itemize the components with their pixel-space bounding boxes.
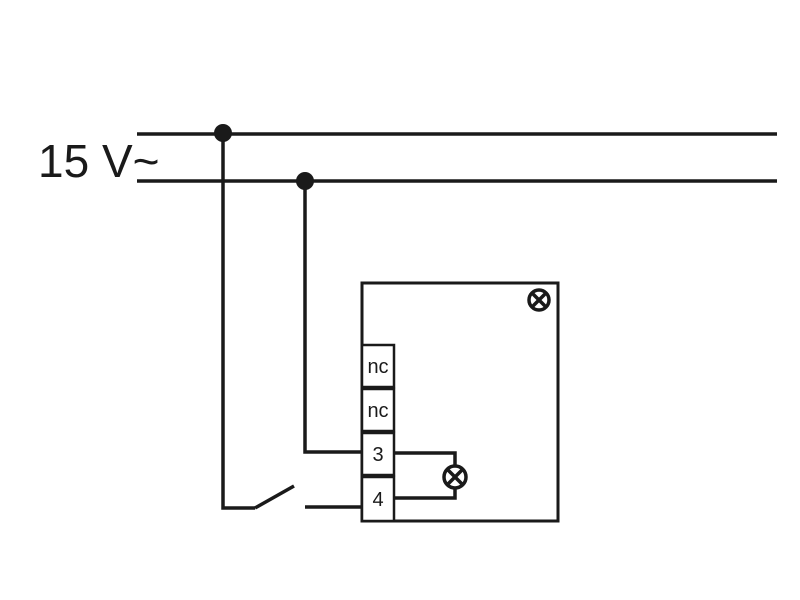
terminal-3 — [360, 431, 396, 477]
terminal-block: nc nc 3 4 — [360, 343, 396, 523]
terminal-nc-2 — [360, 387, 396, 433]
terminal-label: nc — [367, 356, 388, 378]
wire-to-terminal-3 — [303, 181, 362, 454]
switch-icon — [254, 484, 295, 510]
supply-voltage-label: 15 V~ — [38, 135, 160, 187]
terminal-label: 4 — [372, 489, 383, 511]
terminal-label: 3 — [372, 444, 383, 466]
wire-terminal-4-to-lamp — [394, 487, 457, 500]
wire-to-switch — [221, 133, 255, 510]
lamp-icon — [442, 464, 468, 490]
wire-terminal-3-to-lamp — [394, 451, 457, 466]
lamp-icon — [527, 288, 551, 312]
terminal-nc-1 — [360, 343, 396, 389]
terminal-label: nc — [367, 400, 388, 422]
terminal-4 — [360, 475, 396, 523]
